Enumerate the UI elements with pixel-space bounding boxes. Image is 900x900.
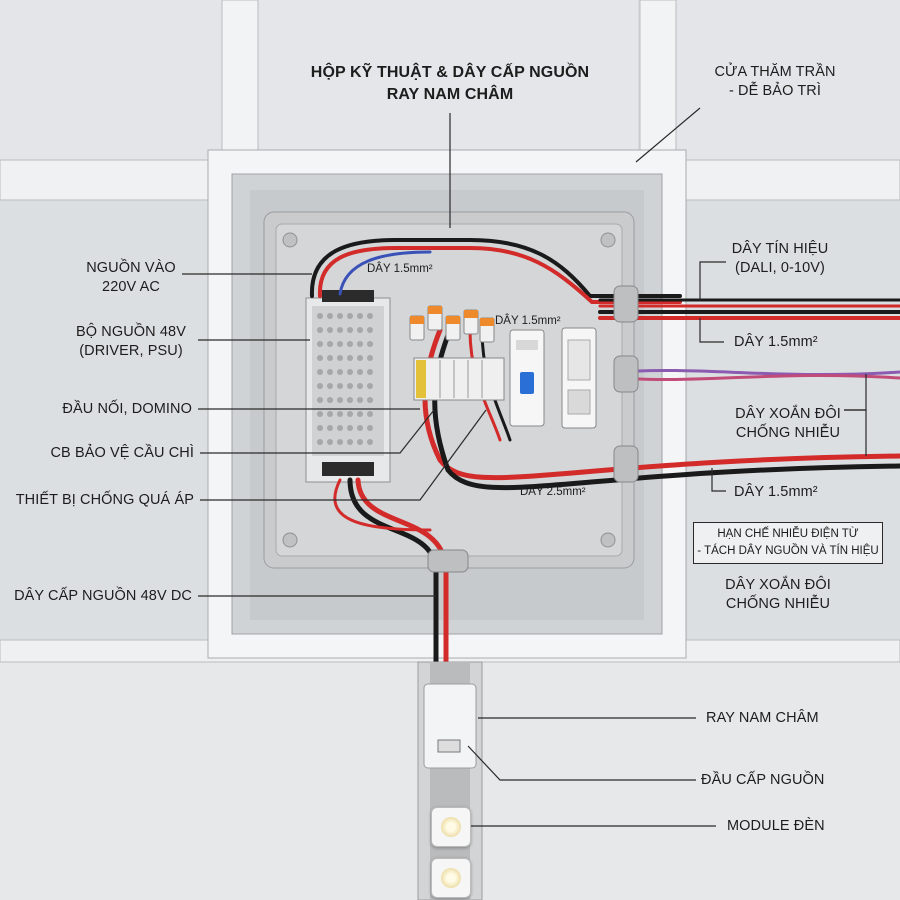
wire-label-mid: DÂY 1.5mm² — [495, 315, 561, 327]
label-signal-line2: (DALI, 0-10V) — [735, 260, 825, 276]
light-icon — [441, 868, 461, 888]
label-dc-cable: DÂY CẤP NGUỒN 48V DC — [14, 588, 192, 604]
terminal-block — [413, 357, 505, 401]
label-breaker: CB BẢO VỆ CẦU CHÌ — [50, 445, 194, 461]
label-signal: DÂY TÍN HIỆU (DALI, 0-10V) — [720, 240, 840, 278]
light-module-2 — [431, 858, 471, 898]
power-feed — [423, 683, 477, 769]
label-psu-line2: (DRIVER, PSU) — [79, 343, 183, 359]
circuit-breaker — [509, 329, 545, 427]
note-line1: HẠN CHẾ NHIỄU ĐIỆN TỪ — [717, 528, 859, 540]
title-line-1: HỘP KỸ THUẬT & DÂY CẤP NGUỒN — [310, 64, 590, 81]
label-access-line1: CỬA THĂM TRẦN — [714, 64, 836, 80]
wago-connectors — [409, 305, 495, 343]
ceiling-bar — [221, 0, 259, 161]
label-signal-line1: DÂY TÍN HIỆU — [731, 241, 829, 257]
label-twisted-a: DÂY XOẮN ĐÔI CHỐNG NHIỄU — [726, 405, 850, 443]
label-terminal: ĐẦU NỐI, DOMINO — [62, 401, 192, 417]
label-access-line2: - DỄ BẢO TRÌ — [729, 83, 821, 99]
label-psu: BỘ NGUỒN 48V (DRIVER, PSU) — [66, 323, 196, 361]
label-input-line2: 220V AC — [102, 279, 160, 295]
label-wire-a: DÂY 1.5mm² — [734, 334, 818, 350]
label-twisted-a-line1: DÂY XOẮN ĐÔI — [735, 406, 841, 422]
title-line-2: RAY NAM CHÂM — [386, 86, 514, 103]
diagram-title: HỘP KỸ THUẬT & DÂY CẤP NGUỒN RAY NAM CHÂ… — [300, 62, 600, 106]
label-twisted-b: DÂY XOẮN ĐÔI CHỐNG NHIỄU — [716, 576, 840, 614]
wire-label-top: DÂY 1.5mm² — [367, 263, 433, 275]
label-access: CỬA THĂM TRẦN - DỄ BẢO TRÌ — [700, 63, 850, 101]
note-line2: - TÁCH DÂY NGUỒN VÀ TÍN HIỆU — [697, 545, 879, 557]
ceiling-bar — [0, 159, 211, 201]
ceiling-bar — [685, 159, 900, 201]
surge-protector — [561, 327, 597, 429]
label-module: MODULE ĐÈN — [727, 818, 825, 834]
label-twisted-b-line1: DÂY XOẮN ĐÔI — [725, 577, 831, 593]
label-input-line1: NGUỒN VÀO — [86, 260, 176, 276]
ceiling-bar — [639, 0, 677, 161]
label-feed: ĐẦU CẤP NGUỒN — [701, 772, 825, 788]
label-wire-b: DÂY 1.5mm² — [734, 484, 818, 500]
light-icon — [441, 817, 461, 837]
label-surge: THIẾT BỊ CHỐNG QUÁ ÁP — [15, 492, 194, 508]
label-rail: RAY NAM CHÂM — [706, 710, 819, 726]
wire-label-bottom: DÂY 2.5mm² — [520, 486, 586, 498]
label-psu-line1: BỘ NGUỒN 48V — [76, 324, 186, 340]
label-twisted-b-line2: CHỐNG NHIỄU — [725, 596, 831, 612]
emi-note-box: HẠN CHẾ NHIỄU ĐIỆN TỪ - TÁCH DÂY NGUỒN V… — [693, 522, 883, 564]
light-module-1 — [431, 807, 471, 847]
label-twisted-a-line2: CHỐNG NHIỄU — [735, 425, 841, 441]
label-input: NGUỒN VÀO 220V AC — [76, 259, 186, 297]
